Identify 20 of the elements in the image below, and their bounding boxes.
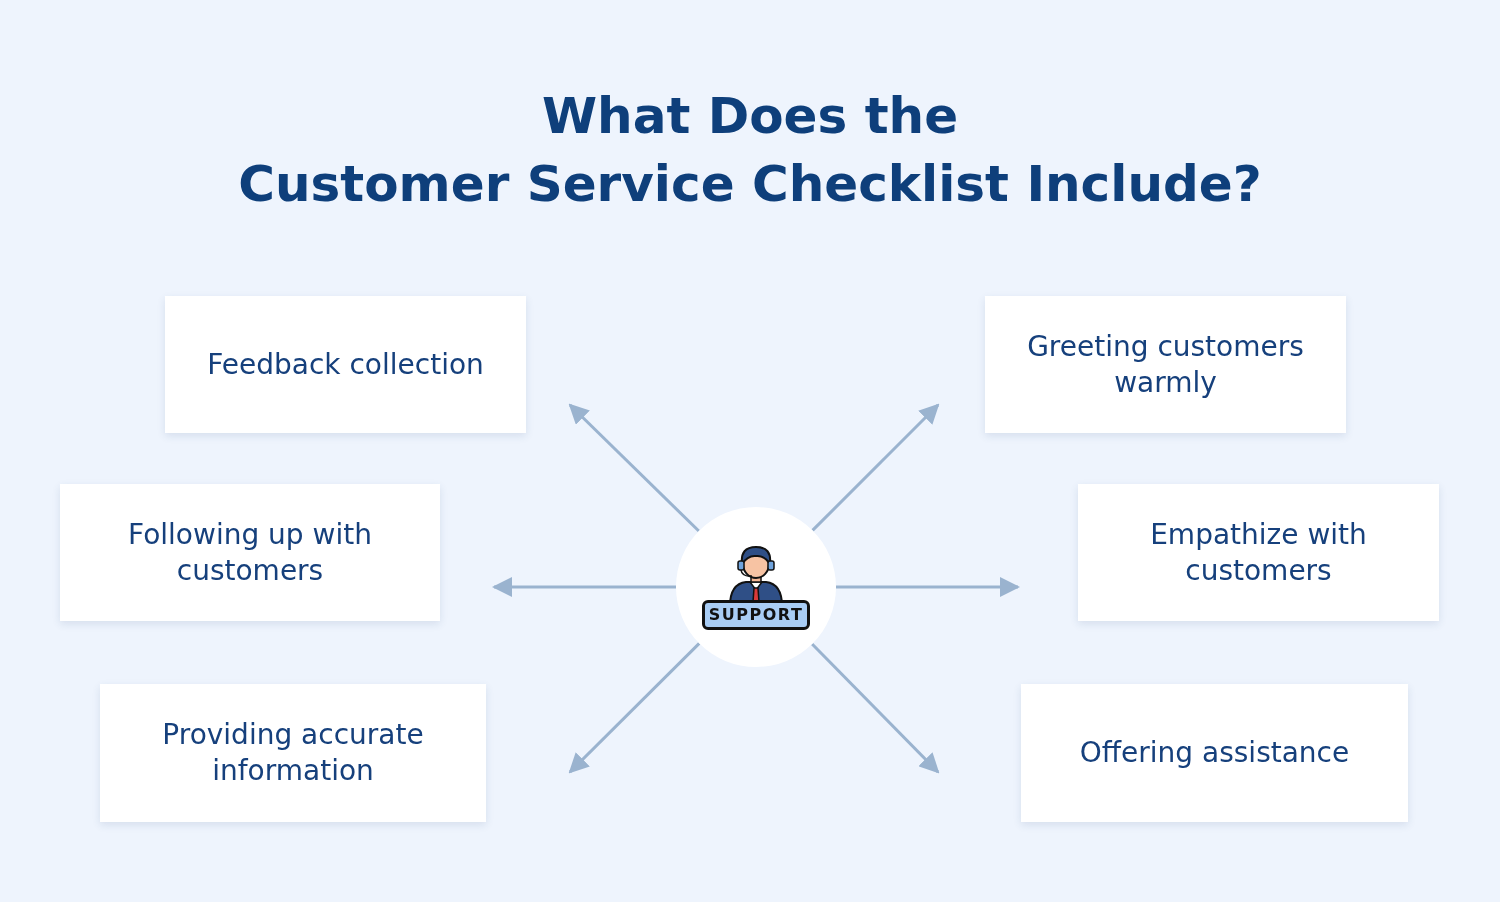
arrow (811, 403, 940, 532)
arrow (836, 577, 1020, 597)
item-label: Following up with customers (127, 516, 373, 589)
title: What Does the Customer Service Checklist Include? (237, 86, 1263, 215)
support-sign: SUPPORT (701, 600, 811, 630)
item-label: Feedback collection (207, 346, 484, 383)
item-card (1078, 484, 1439, 621)
item-label: Greeting customers warmly (1026, 328, 1305, 401)
item-label: Offering assistance (1079, 735, 1350, 771)
arrow (568, 642, 701, 774)
item-card (165, 296, 526, 433)
item-label: Empathize with customers (1149, 516, 1368, 589)
item-card (1021, 684, 1408, 822)
arrow (492, 577, 676, 597)
item-card (100, 684, 486, 822)
item-label: Providing accurate information (161, 717, 425, 789)
arrow (811, 642, 940, 774)
arrow (568, 403, 700, 533)
item-card (60, 484, 440, 621)
item-card (985, 296, 1346, 433)
